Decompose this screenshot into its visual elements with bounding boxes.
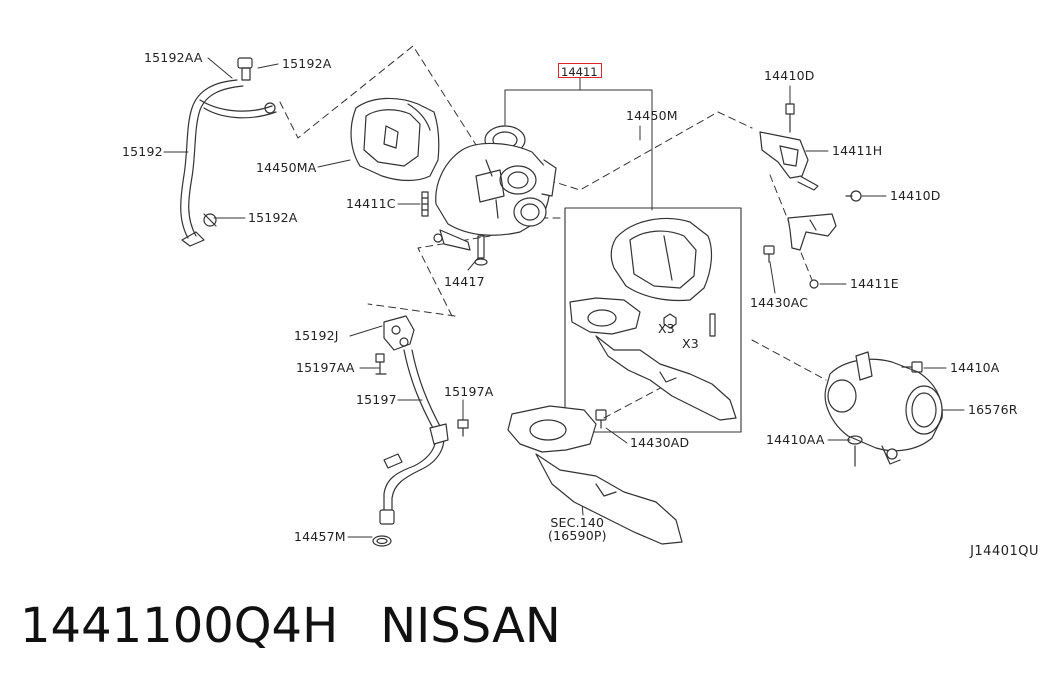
bolt-15197aa: [375, 353, 387, 375]
part-label-14410d-mid[interactable]: 14410D: [890, 188, 941, 203]
bolt-14430ad: [595, 409, 607, 429]
part-label-14411c[interactable]: 14411C: [346, 196, 396, 211]
washer-14457m: [372, 535, 392, 547]
section-reference-line1: SEC.140: [550, 515, 605, 530]
oil-feed-pipe: [180, 57, 277, 247]
bracket-14411h: [759, 103, 862, 202]
part-label-14450m[interactable]: 14450M: [626, 108, 678, 123]
brand-text: NISSAN: [380, 598, 561, 654]
bolt-14410a: [901, 361, 923, 373]
part-label-14410aa[interactable]: 14410AA: [766, 432, 825, 447]
highlighted-part-box[interactable]: 14411: [558, 63, 602, 79]
leader-lines: [163, 57, 965, 538]
manifold-gasket-sec140: [507, 405, 683, 545]
dashed-reference-lines: [279, 45, 827, 419]
turbo-gasket: [569, 297, 737, 421]
part-label-14411h[interactable]: 14411H: [832, 143, 883, 158]
part-label-14430ad[interactable]: 14430AD: [630, 435, 690, 450]
part-label-15197[interactable]: 15197: [356, 392, 397, 407]
washer-14410aa: [847, 435, 863, 467]
part-label-15192a-bottom[interactable]: 15192A: [248, 210, 298, 225]
part-label-14411e[interactable]: 14411E: [850, 276, 899, 291]
bracket-14411e: [787, 213, 837, 289]
bolt-14430ac: [763, 245, 775, 263]
part-label-14450ma[interactable]: 14450MA: [256, 160, 317, 175]
bolt-15197a: [457, 419, 469, 437]
part-label-15192aa[interactable]: 15192AA: [144, 50, 203, 65]
upper-heat-shield: [350, 97, 440, 182]
stud-14411c: [421, 191, 429, 217]
diagram-code: J14401QU: [970, 544, 1039, 559]
stud-14417: [474, 235, 488, 266]
part-label-14417[interactable]: 14417: [444, 274, 485, 289]
part-label-14430ac[interactable]: 14430AC: [750, 295, 809, 310]
part-label-14457m[interactable]: 14457M: [294, 529, 346, 544]
qty-label-x3-stud: X3: [682, 336, 699, 351]
part-label-16576r[interactable]: 16576R: [968, 402, 1018, 417]
outlet-elbow-16576r: [824, 351, 943, 465]
part-label-14410d-top[interactable]: 14410D: [764, 68, 815, 83]
stud-x3: [709, 313, 716, 337]
part-label-15197aa[interactable]: 15197AA: [296, 360, 355, 375]
qty-label-x3-nut: X3: [658, 321, 675, 336]
heat-shield-group-box: [564, 207, 742, 433]
part-label-15192[interactable]: 15192: [122, 144, 163, 159]
nut-x3: [663, 313, 677, 329]
lower-heat-shield: [610, 217, 713, 302]
oil-return-pipe: [379, 315, 449, 525]
part-label-15192a-top[interactable]: 15192A: [282, 56, 332, 71]
section-reference-line2: (16590P): [548, 528, 607, 544]
part-number-text: 1441100Q4H: [20, 598, 339, 654]
part-label-14411[interactable]: 14411: [561, 65, 598, 79]
part-label-14410a[interactable]: 14410A: [950, 360, 1000, 375]
section-reference-label[interactable]: SEC.140 (16590P): [548, 516, 607, 542]
part-label-15192j[interactable]: 15192J: [294, 328, 339, 343]
part-label-15197a[interactable]: 15197A: [444, 384, 494, 399]
turbocharger-body: [433, 125, 557, 251]
